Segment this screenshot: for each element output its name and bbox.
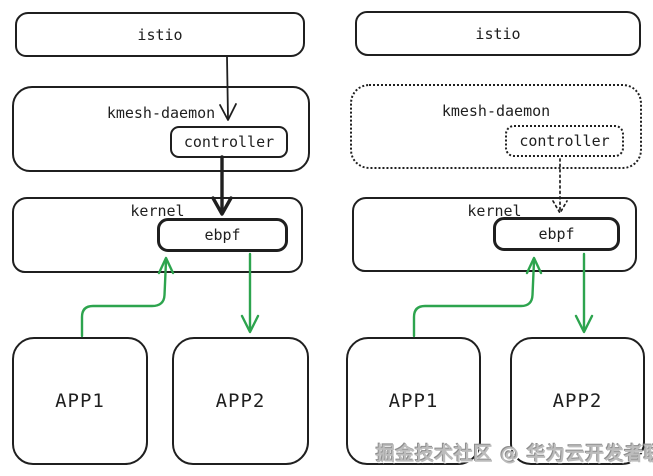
watermark-text: 掘金技术社区 @ 华为云开发者联盟 — [376, 443, 653, 465]
kernel-label-right: kernel — [467, 202, 522, 220]
arrow-head — [240, 314, 260, 334]
app2-label-right: APP2 — [552, 390, 603, 412]
controller-label-left: controller — [183, 133, 275, 151]
kernel-box-left: kernel ebpf — [12, 197, 303, 273]
app2-box-left: APP2 — [172, 337, 309, 465]
kmesh-daemon-box-right: kmesh-daemon controller — [350, 84, 642, 169]
ebpf-box-left: ebpf — [157, 218, 288, 252]
app2-label-left: APP2 — [215, 390, 266, 412]
kernel-label-left: kernel — [130, 202, 185, 220]
kmesh-daemon-label-left: kmesh-daemon — [106, 104, 216, 122]
ebpf-label-right: ebpf — [538, 225, 575, 243]
kmesh-daemon-box-left: kmesh-daemon controller — [12, 86, 310, 172]
app1-box-left: APP1 — [12, 337, 148, 465]
ebpf-label-left: ebpf — [204, 226, 241, 244]
istio-box-left: istio — [15, 12, 305, 57]
arrow-shaft — [412, 259, 536, 338]
controller-label-right: controller — [519, 132, 610, 150]
kmesh-daemon-label-right: kmesh-daemon — [441, 102, 551, 120]
istio-label-right: istio — [475, 24, 521, 43]
istio-label-left: istio — [137, 25, 183, 44]
controller-box-left: controller — [170, 126, 288, 158]
app2-box-right: APP2 — [510, 337, 645, 465]
app1-box-right: APP1 — [346, 337, 481, 465]
istio-box-right: istio — [355, 11, 641, 56]
controller-box-right: controller — [505, 125, 624, 157]
app1-label-left: APP1 — [55, 390, 105, 412]
arrow-head — [574, 314, 594, 334]
ebpf-box-right: ebpf — [493, 217, 620, 251]
kernel-box-right: kernel ebpf — [352, 197, 637, 272]
app1-label-right: APP1 — [388, 390, 439, 412]
